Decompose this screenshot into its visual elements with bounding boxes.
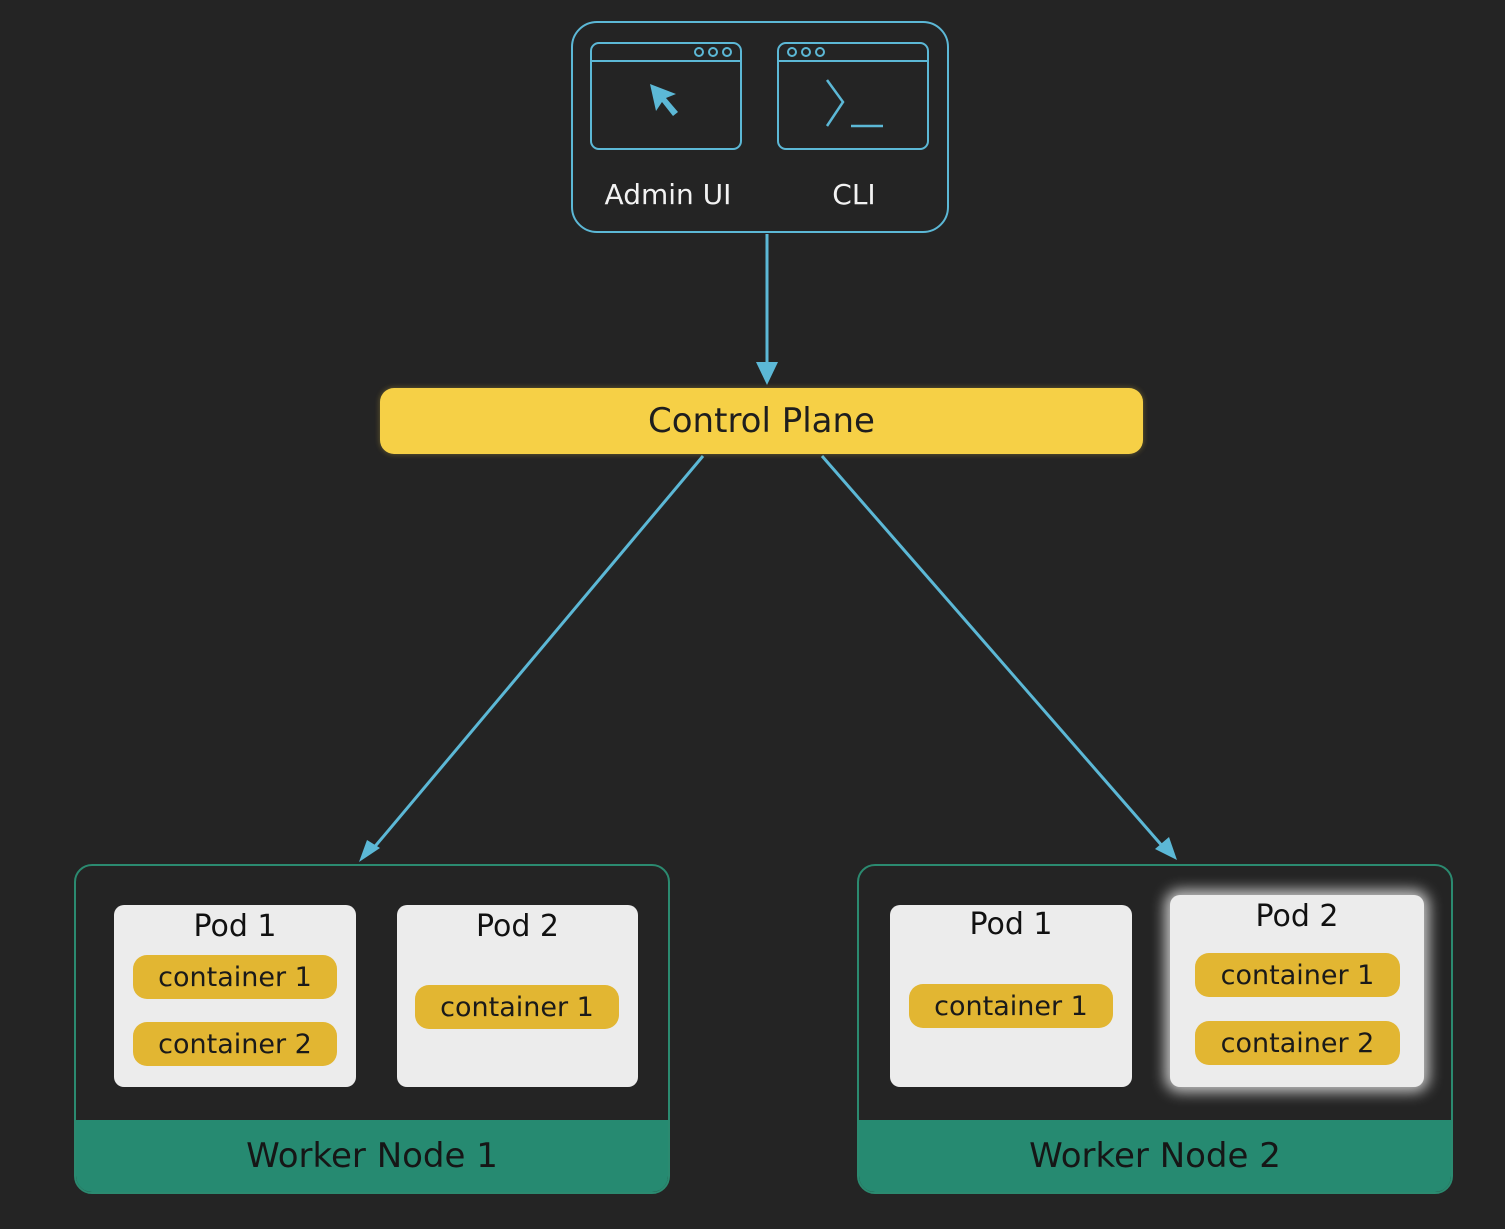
container-chip[interactable]: container 2 bbox=[1195, 1021, 1400, 1065]
window-dot-icon bbox=[708, 47, 718, 57]
arrowhead-node-2 bbox=[1155, 837, 1177, 860]
pod-node1-pod1[interactable]: Pod 1 container 1 container 2 bbox=[114, 905, 356, 1087]
container-chip[interactable]: container 1 bbox=[909, 984, 1113, 1028]
arrowhead-control-plane bbox=[756, 362, 778, 385]
window-dot-icon bbox=[722, 47, 732, 57]
control-plane[interactable]: Control Plane bbox=[380, 388, 1143, 454]
worker-node-2[interactable]: Worker Node 2 bbox=[857, 864, 1453, 1194]
cli-label: CLI bbox=[832, 178, 876, 211]
container-chip[interactable]: container 1 bbox=[415, 985, 619, 1029]
container-chip[interactable]: container 1 bbox=[1195, 953, 1400, 997]
pod-title: Pod 2 bbox=[1255, 899, 1339, 934]
pod-node2-pod2-highlighted[interactable]: Pod 2 container 1 container 2 bbox=[1170, 895, 1424, 1087]
pod-node2-pod1[interactable]: Pod 1 container 1 bbox=[890, 905, 1132, 1087]
window-dot-icon bbox=[787, 47, 797, 57]
window-dot-icon bbox=[801, 47, 811, 57]
container-chip[interactable]: container 2 bbox=[133, 1022, 337, 1066]
worker-node-label: Worker Node 2 bbox=[859, 1120, 1451, 1192]
pod-title: Pod 2 bbox=[475, 909, 560, 944]
pod-title: Pod 1 bbox=[969, 907, 1053, 942]
window-dot-icon bbox=[694, 47, 704, 57]
worker-node-label: Worker Node 1 bbox=[76, 1120, 668, 1192]
terminal-prompt-icon bbox=[825, 79, 883, 128]
container-chip[interactable]: container 1 bbox=[133, 955, 337, 999]
cursor-icon bbox=[650, 84, 678, 116]
worker-node-1[interactable]: Worker Node 1 bbox=[74, 864, 670, 1194]
arrowhead-node-1 bbox=[359, 840, 380, 862]
admin-ui-label: Admin UI bbox=[604, 178, 732, 211]
cli-window[interactable] bbox=[777, 42, 929, 150]
window-titlebar bbox=[592, 60, 740, 62]
clients-box bbox=[571, 21, 949, 233]
window-titlebar bbox=[779, 60, 927, 62]
window-dot-icon bbox=[815, 47, 825, 57]
arrow-control-plane-to-node-1 bbox=[370, 455, 705, 851]
admin-ui-window[interactable] bbox=[590, 42, 742, 150]
arrow-control-plane-to-node-2 bbox=[820, 455, 1166, 849]
pod-title: Pod 1 bbox=[193, 909, 277, 944]
pod-node1-pod2[interactable]: Pod 2 container 1 bbox=[397, 905, 638, 1087]
